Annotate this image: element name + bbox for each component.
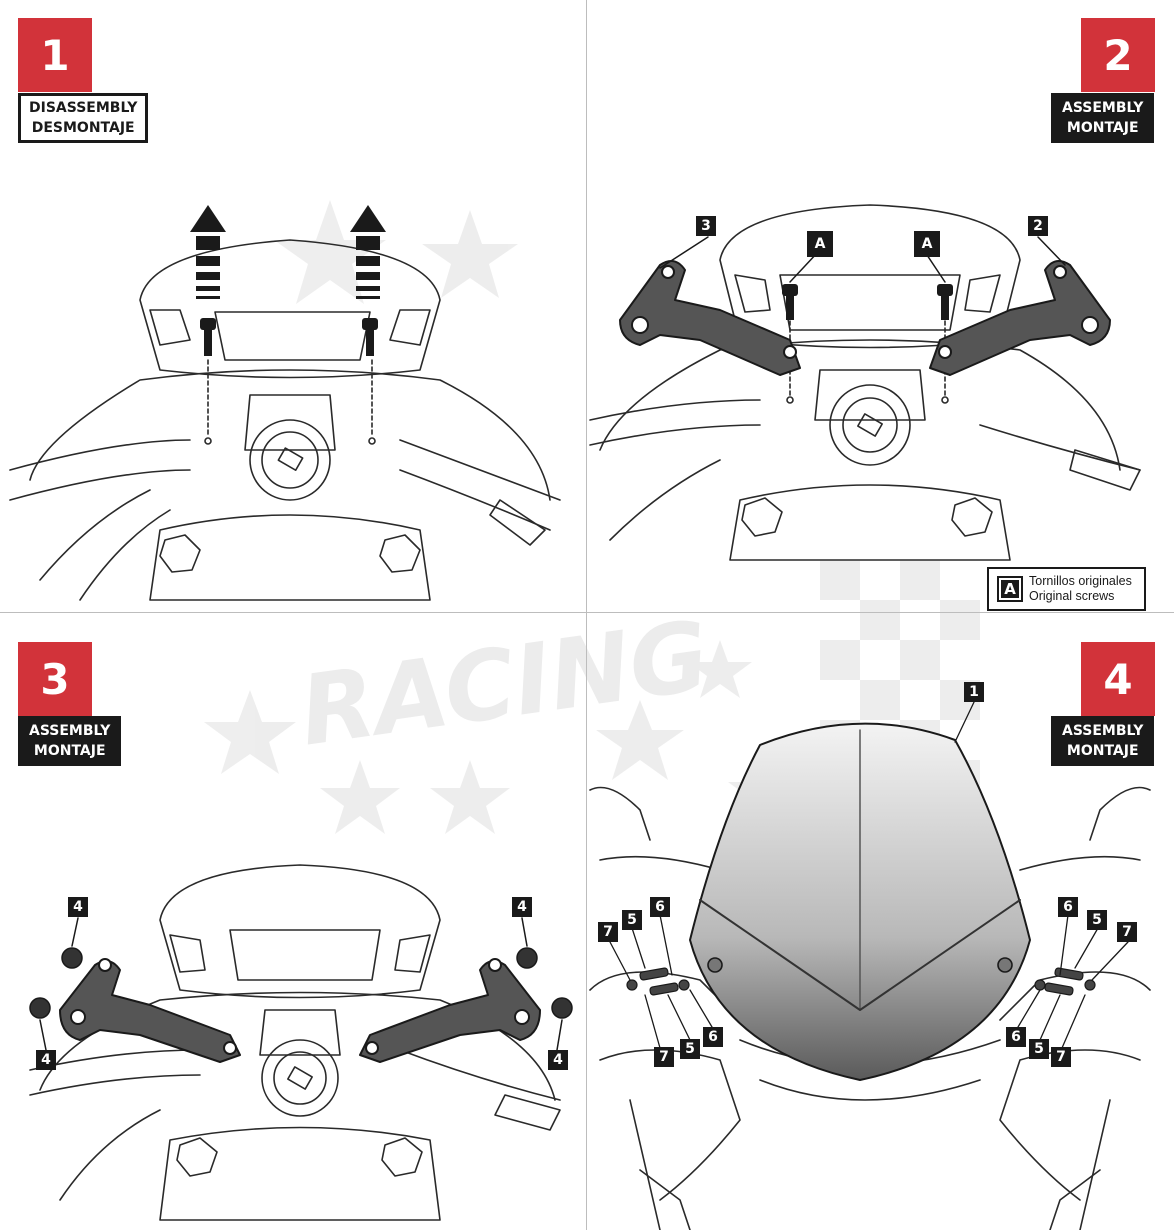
step-number-2: 2 bbox=[1081, 18, 1155, 92]
screw-icon bbox=[782, 284, 798, 296]
screw-icon bbox=[1054, 967, 1084, 981]
callout-screw-a: A bbox=[914, 231, 940, 257]
step-label-3-es: MONTAJE bbox=[33, 743, 106, 759]
panel-divider-vertical bbox=[586, 0, 587, 1230]
legend-key: A bbox=[997, 576, 1023, 602]
panel4-hardware bbox=[626, 967, 1096, 996]
screw-icon bbox=[937, 284, 953, 296]
nut-icon bbox=[61, 947, 83, 969]
panel3-nuts bbox=[29, 947, 573, 1019]
callout-part-6: 6 bbox=[650, 897, 670, 917]
callout-part-6: 6 bbox=[1058, 897, 1078, 917]
callout-part-1: 1 bbox=[964, 682, 984, 702]
panel-divider-horizontal bbox=[0, 612, 1174, 613]
step-label-1-en: DISASSEMBLY bbox=[29, 100, 138, 116]
screw-icon bbox=[362, 318, 378, 330]
step-label-4-es: MONTAJE bbox=[1066, 743, 1139, 759]
callout-part-5: 5 bbox=[680, 1039, 700, 1059]
step-number-3: 3 bbox=[18, 642, 92, 716]
callout-part-5: 5 bbox=[1087, 910, 1107, 930]
watermark-star-icon bbox=[422, 210, 518, 298]
watermark-star-icon bbox=[596, 700, 684, 780]
bracket-left bbox=[59, 960, 241, 1063]
washer-icon bbox=[678, 979, 690, 991]
screw-icon bbox=[200, 318, 216, 330]
panel3-brackets bbox=[59, 960, 541, 1063]
watermark-star-icon bbox=[320, 760, 400, 834]
arrow-up-icon bbox=[190, 205, 226, 232]
callout-part-6: 6 bbox=[703, 1027, 723, 1047]
legend-line-es: Tornillos originales bbox=[1029, 574, 1132, 588]
step-label-3: ASSEMBLY MONTAJE bbox=[18, 716, 122, 766]
callout-part-4: 4 bbox=[36, 1050, 56, 1070]
step-label-2-es: MONTAJE bbox=[1066, 120, 1139, 136]
screw-icon bbox=[649, 982, 679, 996]
legend-line-en: Original screws bbox=[1029, 589, 1115, 603]
step-number-4: 4 bbox=[1081, 642, 1155, 716]
step-number-1: 1 bbox=[18, 18, 92, 92]
panel2-dashboard-drawing bbox=[589, 204, 1141, 561]
screw-icon bbox=[1044, 982, 1074, 996]
callout-part-2: 2 bbox=[1028, 216, 1048, 236]
callout-part-4: 4 bbox=[548, 1050, 568, 1070]
watermark-star-icon bbox=[688, 640, 752, 698]
watermark-star-icon bbox=[274, 200, 386, 304]
bracket-left bbox=[619, 260, 801, 376]
callout-part-5: 5 bbox=[1029, 1039, 1049, 1059]
callout-part-7: 7 bbox=[598, 922, 618, 942]
arrow-up-icon bbox=[350, 205, 386, 232]
step-label-1-es: DESMONTAJE bbox=[31, 120, 135, 136]
callout-part-5: 5 bbox=[622, 910, 642, 930]
screw-icon bbox=[639, 967, 669, 981]
step-label-2-en: ASSEMBLY bbox=[1062, 100, 1144, 116]
washer-icon bbox=[1034, 979, 1046, 991]
callout-part-6: 6 bbox=[1006, 1027, 1026, 1047]
callout-screw-a: A bbox=[807, 231, 833, 257]
panel2-brackets bbox=[619, 260, 1111, 376]
screw-legend: A Tornillos originales Original screws bbox=[987, 567, 1146, 611]
windshield-drawing bbox=[689, 722, 1031, 1081]
callout-part-4: 4 bbox=[512, 897, 532, 917]
callout-part-7: 7 bbox=[654, 1047, 674, 1067]
callout-part-7: 7 bbox=[1117, 922, 1137, 942]
step-label-4: ASSEMBLY MONTAJE bbox=[1051, 716, 1155, 766]
nut-icon bbox=[551, 997, 573, 1019]
washer-icon bbox=[1084, 979, 1096, 991]
nut-icon bbox=[516, 947, 538, 969]
panel1-removal-arrows bbox=[190, 205, 386, 356]
callout-part-4: 4 bbox=[68, 897, 88, 917]
bracket-right bbox=[929, 260, 1111, 376]
step-label-2: ASSEMBLY MONTAJE bbox=[1051, 93, 1155, 143]
step-label-3-en: ASSEMBLY bbox=[29, 723, 111, 739]
callout-part-3: 3 bbox=[696, 216, 716, 236]
panel3-dashboard-drawing bbox=[29, 864, 561, 1221]
bracket-right bbox=[359, 960, 541, 1063]
callout-part-7: 7 bbox=[1051, 1047, 1071, 1067]
nut-icon bbox=[29, 997, 51, 1019]
watermark-star-icon bbox=[204, 690, 296, 774]
step-label-4-en: ASSEMBLY bbox=[1062, 723, 1144, 739]
washer-icon bbox=[626, 979, 638, 991]
legend-text-block: Tornillos originales Original screws bbox=[1029, 574, 1132, 604]
step-label-1: DISASSEMBLY DESMONTAJE bbox=[18, 93, 149, 143]
watermark-star-icon bbox=[430, 760, 510, 834]
panel1-dashboard-drawing bbox=[9, 239, 561, 601]
